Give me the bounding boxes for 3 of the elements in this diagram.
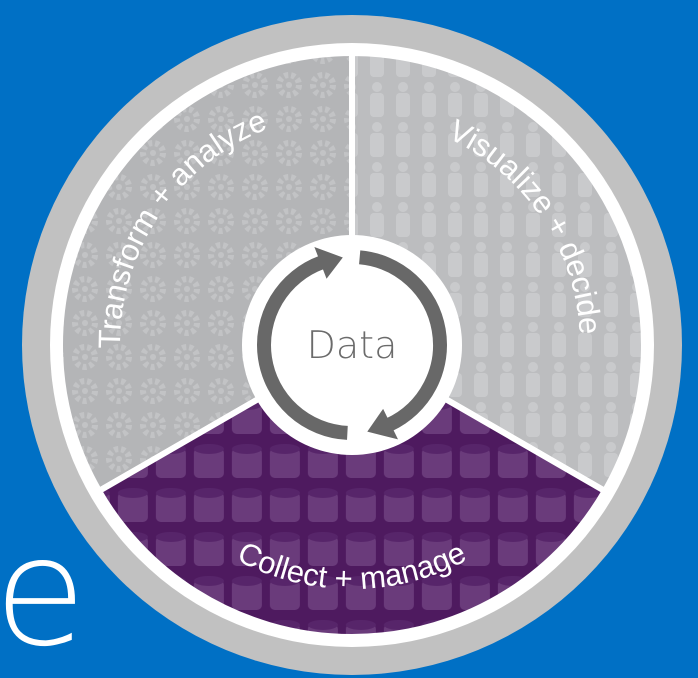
center-label: Data (306, 323, 398, 367)
segment-label: Collect + manage (232, 534, 472, 596)
large-letter: e (0, 518, 86, 668)
